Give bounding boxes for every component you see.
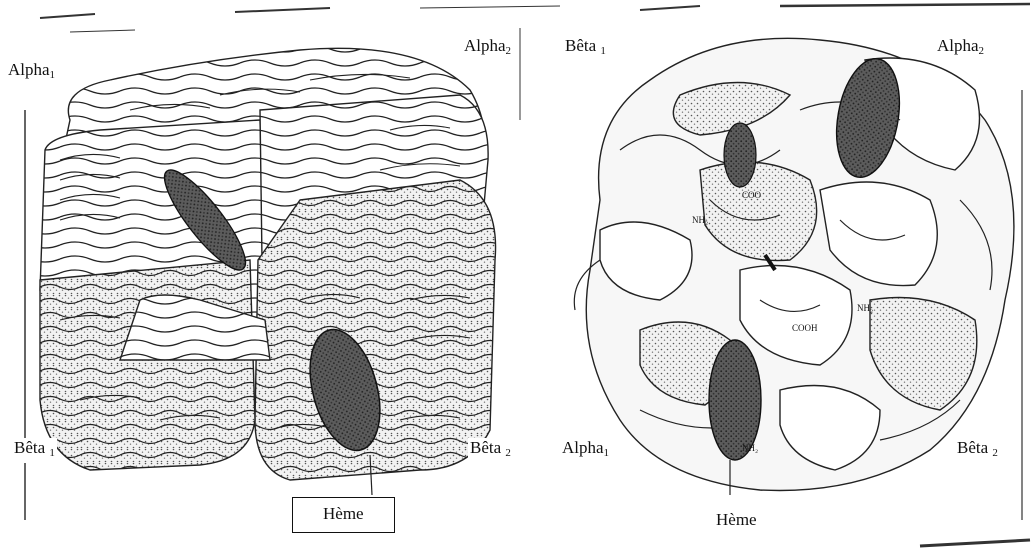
annotation-nh2-c: NH₂ <box>740 438 760 458</box>
left-label-beta2: Bêta 2 <box>468 438 513 463</box>
right-label-heme: Hème <box>714 510 759 530</box>
right-label-beta1: Bêta 1 <box>563 36 608 61</box>
annotation-cooh: COOH <box>790 318 820 338</box>
right-label-alpha1: Alpha1 <box>560 438 611 463</box>
right-label-beta2: Bêta 2 <box>955 438 1000 463</box>
left-label-alpha2: Alpha2 <box>462 36 513 61</box>
right-heme-small <box>724 123 756 187</box>
annotation-coo: COO <box>740 185 763 205</box>
left-label-beta1: Bêta 1 <box>12 438 57 463</box>
right-label-alpha2: Alpha2 <box>935 36 986 61</box>
annotation-nh2-a: NH₂ <box>690 210 710 230</box>
right-ribbon-body <box>586 38 1014 490</box>
annotation-nh2-b: NH₂ <box>855 298 875 318</box>
left-label-heme: Hème <box>292 497 395 533</box>
left-label-alpha1: Alpha1 <box>6 60 57 85</box>
